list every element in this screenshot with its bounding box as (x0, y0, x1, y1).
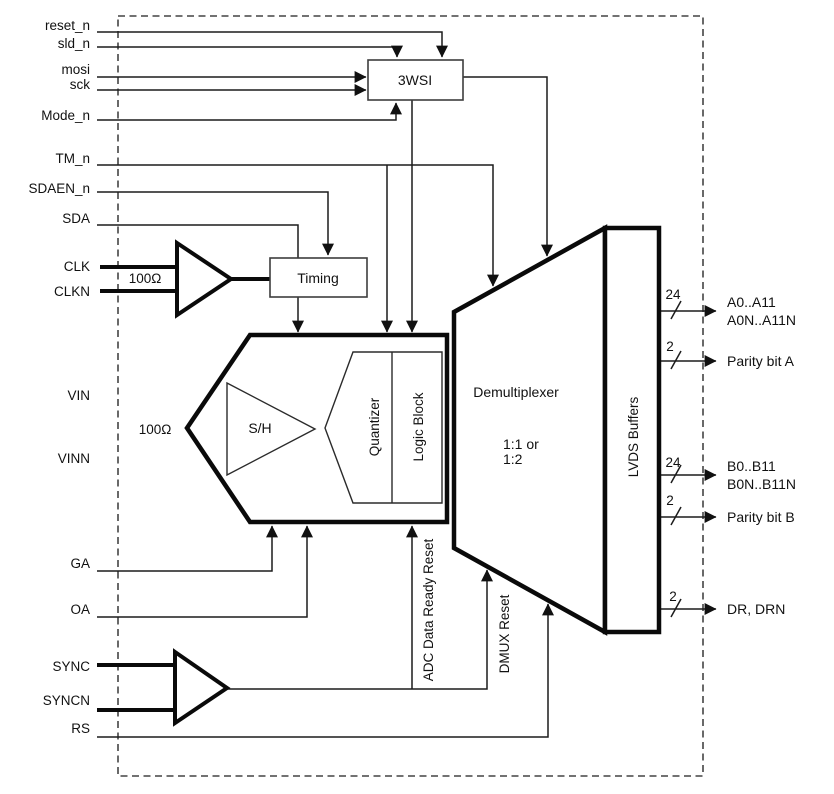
timing-block-label: Timing (297, 270, 339, 286)
pin-label-sync: SYNC (52, 659, 90, 674)
spi-block-label: 3WSI (398, 72, 432, 88)
sync-to-dmux-reset-line (227, 569, 493, 690)
pin-label-clkn: CLKN (54, 284, 90, 299)
quantizer-label: Quantizer (367, 397, 382, 456)
bus-dr-label: DR, DRN (727, 601, 785, 617)
sample-hold-block (226, 381, 317, 477)
demux-ratio-line2: 1:2 (503, 451, 523, 467)
pin-label-rs: RS (71, 721, 90, 736)
clock-input-buffer (175, 239, 235, 319)
pin-label-oa: OA (70, 602, 90, 617)
lvds-buffers-label: LVDS Buffers (626, 396, 641, 477)
sample-hold-label: S/H (248, 420, 271, 436)
pin-label-sda: SDA (62, 211, 90, 226)
pin-label-reset-n: reset_n (45, 18, 90, 33)
bus-parity-b-label: Parity bit B (727, 509, 795, 525)
timing-block (269, 257, 368, 298)
pin-label-vin: VIN (67, 388, 90, 403)
signal-lines (97, 31, 717, 738)
bus-dr-width: 2 (669, 589, 677, 604)
sdaen-n-line (97, 191, 334, 256)
clock-impedance-label: 100Ω (129, 271, 162, 286)
chip-boundary-dashed-border (117, 15, 704, 777)
bus-a-slash (670, 300, 682, 320)
sld-n-line (97, 45, 403, 58)
bus-dr-slash (670, 598, 682, 618)
bus-parity-b-width: 2 (666, 493, 674, 508)
pin-label-tm-n: TM_n (55, 151, 90, 166)
sda-line (97, 224, 299, 258)
pin-label-mosi: mosi (61, 62, 90, 77)
bus-b-width: 24 (665, 455, 681, 470)
dmux-reset-label: DMUX Reset (497, 594, 512, 673)
bus-parity-b-slash (670, 506, 682, 526)
pin-label-sld-n: sld_n (58, 36, 90, 51)
pin-label-mode-n: Mode_n (41, 108, 90, 123)
bus-b-label-line2: B0N..B11N (727, 476, 796, 492)
tm-n-line-to-demux (97, 164, 499, 287)
bus-a-width: 24 (665, 287, 681, 302)
demultiplexer-label: Demultiplexer (473, 384, 559, 400)
ga-line (97, 525, 278, 572)
output-labels: 24 A0..A11 A0N..A11N 2 Parity bit A 24 B… (665, 287, 796, 617)
input-pin-labels: reset_n sld_n mosi sck Mode_n TM_n SDAEN… (28, 18, 90, 736)
bus-parity-a-width: 2 (666, 339, 674, 354)
oa-line (97, 525, 313, 618)
sync-input-buffer (173, 648, 231, 727)
bus-a-label-line2: A0N..A11N (727, 312, 796, 328)
pin-label-sdaen-n: SDAEN_n (28, 181, 90, 196)
quantizer-logic-block (324, 351, 443, 504)
reset-n-line (97, 31, 448, 58)
lvds-buffers-block (602, 225, 662, 635)
pin-label-ga: GA (70, 556, 90, 571)
pin-label-clk: CLK (64, 259, 90, 274)
spi-to-demux-line (463, 76, 553, 257)
demux-ratio-line1: 1:1 or (503, 436, 539, 452)
pin-label-syncn: SYNCN (43, 693, 90, 708)
mode-n-line (97, 102, 402, 121)
spi-block (367, 59, 464, 101)
bus-parity-a-slash (670, 350, 682, 370)
bus-b-slash (670, 464, 682, 484)
bus-parity-a-label: Parity bit A (727, 353, 795, 369)
thick-signal-lines (97, 265, 270, 712)
pin-label-vinn: VINN (58, 451, 90, 466)
adc-data-ready-reset-label: ADC Data Ready Reset (421, 538, 436, 681)
pin-label-sck: sck (70, 77, 91, 92)
rs-line (97, 603, 554, 738)
demultiplexer-block (451, 224, 608, 636)
bus-a-label-line1: A0..A11 (727, 294, 776, 310)
analog-impedance-label: 100Ω (139, 422, 172, 437)
logic-block-label: Logic Block (411, 392, 426, 461)
bus-b-label-line1: B0..B11 (727, 458, 776, 474)
